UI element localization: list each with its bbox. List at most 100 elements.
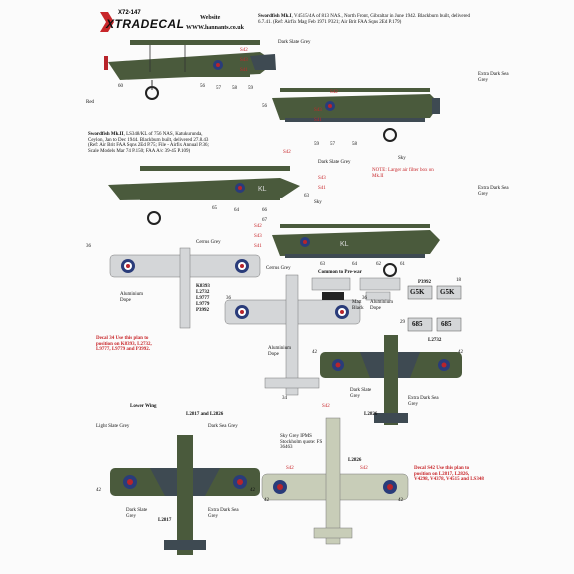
decal-s41-b: S41 xyxy=(314,118,322,123)
callout-42c: 42 xyxy=(96,488,101,493)
label-dark-sea-grey: Dark Sea Grey xyxy=(208,424,238,429)
decal-s43-c: S43 xyxy=(318,176,326,181)
serial-l2732: L2732 xyxy=(428,338,442,343)
decal-s42-g: S42 xyxy=(360,466,368,471)
aircraft2-caption: Swordfish Mk.II, LS348/KL of 756 NAS, Ka… xyxy=(88,132,209,154)
label-aluminium-dope-3: Aluminium Dope xyxy=(268,346,292,357)
label-sky-grey-ipms: Sky Grey IPMS Stockholm quote: FS 36463 xyxy=(280,434,323,451)
callout-56: 56 xyxy=(200,84,205,89)
label-extra-dark-sea-grey-4: Extra Dark Sea Grey xyxy=(208,508,239,519)
label-matt-black: Matt Black xyxy=(352,300,364,311)
callout-56b: 56 xyxy=(262,104,267,109)
lower-wing-plan xyxy=(110,435,260,555)
callout-59b: 59 xyxy=(314,142,319,147)
callout-42f: 42 xyxy=(398,498,403,503)
callout-42e: 42 xyxy=(264,498,269,503)
callout-62: 62 xyxy=(376,262,381,267)
note-decal-34: Decal 34 Use this plan to position on K8… xyxy=(96,336,152,353)
serial-prewar-1: L2732 xyxy=(196,290,210,295)
callout-58: 58 xyxy=(232,86,237,91)
decal-s42-a: S42 xyxy=(240,48,248,53)
label-sky-2: Sky xyxy=(314,200,322,205)
callout-34: 34 xyxy=(282,396,287,401)
serial-l2817-l2826: L2817 and L2826 xyxy=(186,412,224,417)
swordfish-mk2-starboard-side: KL xyxy=(272,224,440,277)
prewar-lower-plan xyxy=(224,274,361,396)
callout-57: 57 xyxy=(216,86,221,91)
callout-42d: 42 xyxy=(250,488,255,493)
code-685-1: 685 xyxy=(412,320,423,328)
label-dark-slate-grey-3: Dark Slate Grey xyxy=(350,388,372,399)
decal-s42-b: S42 xyxy=(330,90,338,95)
serial-prewar-4: P3992 xyxy=(196,308,210,313)
label-aluminium-dope-1: Aluminium Dope xyxy=(120,292,144,303)
serial-prewar-2: L9777 xyxy=(196,296,210,301)
label-dark-slate-grey-1: Dark Slate Grey xyxy=(278,40,311,45)
callout-64b: 64 xyxy=(352,262,357,267)
callout-61: 61 xyxy=(400,262,405,267)
brand-logo: X72-147 XTRADECAL xyxy=(100,10,184,34)
note-larger-air-filter: NOTE: Larger air filter box on Mk.II xyxy=(372,168,434,179)
decal-s43-a: S43 xyxy=(240,58,248,63)
label-extra-dark-sea-grey-2: Extra Dark Sea Grey xyxy=(478,186,509,197)
label-extra-dark-sea-grey-1: Extra Dark Sea Grey xyxy=(478,72,509,83)
part-number: X72-147 xyxy=(118,10,141,16)
code-g5k-2: G5K xyxy=(440,288,455,296)
decal-s42-d: S42 xyxy=(254,224,262,229)
code-g5k-1: G5K xyxy=(410,288,425,296)
decal-s41-c: S41 xyxy=(318,186,326,191)
serial-l2817: L2817 xyxy=(158,518,172,523)
callout-59: 59 xyxy=(248,86,253,91)
label-common-prewar: Common to Pre-war xyxy=(318,270,362,275)
callout-64: 64 xyxy=(234,208,239,213)
label-lower-wing: Lower Wing xyxy=(130,404,157,409)
callout-66: 66 xyxy=(262,208,267,213)
serial-l2826-b: L2826 xyxy=(348,458,362,463)
decal-s43-b: S43 xyxy=(314,108,322,113)
label-light-slate-grey: Light Slate Grey xyxy=(96,424,130,429)
aircraft1-caption: Swordfish Mk.I, V4515/4A of 813 NAS., No… xyxy=(258,14,470,25)
callout-63: 63 xyxy=(304,194,309,199)
callout-36a: 36 xyxy=(86,244,91,249)
note-decal-s42: Decal S42 Use this plan to position on L… xyxy=(414,466,484,483)
decal-s41-d: S41 xyxy=(254,244,262,249)
kl-code-side2: KL xyxy=(340,241,349,248)
decal-s42-e: S42 xyxy=(322,404,330,409)
label-sky-1: Sky xyxy=(398,156,406,161)
prewar-upper-wing-plan xyxy=(109,247,261,329)
x-logo-mark xyxy=(100,12,114,32)
label-extra-dark-sea-grey-3: Extra Dark Sea Grey xyxy=(408,396,439,407)
label-dark-slate-grey-4: Dark Slate Grey xyxy=(126,508,148,519)
callout-36c: 36 xyxy=(362,296,367,301)
callout-60: 60 xyxy=(118,84,123,89)
label-red: Red xyxy=(86,100,95,105)
swordfish-mk2-port-side: KL xyxy=(108,166,300,225)
swordfish-mk1-starboard-side xyxy=(272,88,440,142)
label-aluminium-dope-2: Aluminium Dope xyxy=(370,300,394,311)
callout-18: 18 xyxy=(456,278,461,283)
code-panels xyxy=(407,285,462,332)
decal-s43-d: S43 xyxy=(254,234,262,239)
code-685-2: 685 xyxy=(441,320,452,328)
decal-s42-f: S42 xyxy=(286,466,294,471)
serial-prewar-3: L9779 xyxy=(196,302,210,307)
callout-29: 29 xyxy=(400,320,405,325)
sky-grey-lower-plan xyxy=(261,417,409,545)
label-cerrus-grey-1: Cerrus Grey xyxy=(196,240,221,245)
serial-prewar-0: K8393 xyxy=(196,284,210,289)
website-url[interactable]: WWW.hannants.co.uk xyxy=(186,25,244,31)
callout-57b: 57 xyxy=(330,142,335,147)
serial-p3992: P3992 xyxy=(418,280,432,285)
kl-code-side1: KL xyxy=(258,186,267,193)
label-dark-slate-grey-2: Dark Slate Grey xyxy=(318,160,351,165)
label-cerrus-grey-2: Cerrus Grey xyxy=(266,266,291,271)
callout-67: 67 xyxy=(262,218,267,223)
website-label: Website xyxy=(200,15,221,21)
callout-65: 65 xyxy=(212,206,217,211)
brand-name: XTRADECAL xyxy=(106,17,185,31)
callout-36b: 36 xyxy=(226,296,231,301)
mk2-upper-plan xyxy=(320,335,462,425)
callout-63b: 63 xyxy=(320,262,325,267)
